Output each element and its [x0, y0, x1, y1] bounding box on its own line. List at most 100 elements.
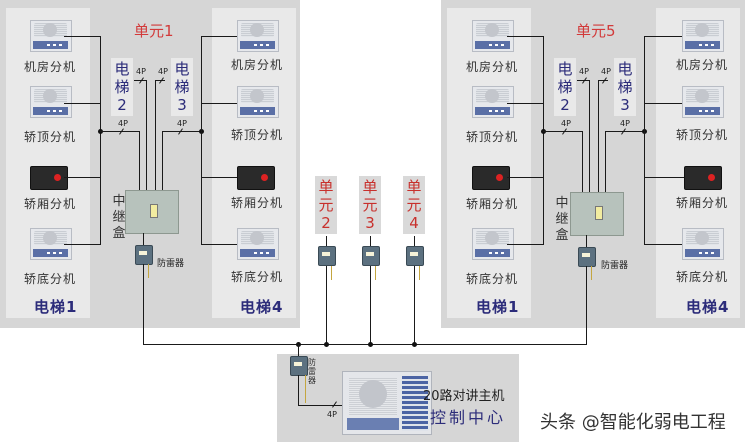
- surge-arrester-icon: [318, 246, 336, 266]
- wire: [298, 344, 299, 356]
- machine-room-intercom-icon: [682, 20, 724, 52]
- char: 电: [114, 60, 130, 78]
- device-label: 轿底分机: [231, 270, 284, 284]
- junction: [324, 342, 329, 347]
- car-intercom-icon: [30, 166, 68, 190]
- surge-arrester-label: 防雷器: [601, 261, 629, 271]
- device-label: 轿底分机: [24, 272, 77, 286]
- wire: [143, 233, 144, 245]
- cable-label: 4P: [177, 119, 187, 128]
- wire: [162, 131, 202, 132]
- wire: [644, 177, 684, 178]
- wire: [644, 36, 682, 37]
- cable-label: 4P: [118, 119, 128, 128]
- char: 4: [409, 214, 419, 232]
- device-label: 轿顶分机: [231, 128, 284, 142]
- relay-box-label: 中继盒: [108, 192, 130, 244]
- cable-label: 4P: [136, 67, 146, 76]
- wire: [543, 36, 544, 245]
- car-intercom-icon: [472, 166, 510, 190]
- junction: [412, 342, 417, 347]
- wire: [375, 266, 376, 280]
- wire: [201, 36, 202, 245]
- surge-arrester-icon: [362, 246, 380, 266]
- pit-intercom-icon: [682, 228, 724, 260]
- wire: [64, 244, 101, 245]
- device-label: 机房分机: [676, 58, 729, 72]
- surge-arrester-label: 防雷器: [157, 259, 185, 269]
- machine-room-intercom-icon: [472, 20, 514, 52]
- wire: [507, 177, 544, 178]
- control-center-title: 控制中心: [430, 408, 507, 427]
- wire: [507, 244, 544, 245]
- wire: [419, 266, 420, 280]
- char: 单: [362, 178, 378, 196]
- device-label: 轿顶分机: [466, 130, 519, 144]
- cable-label: 4P: [579, 67, 589, 76]
- cable-label: 4P: [158, 67, 168, 76]
- elevator-4-column: [656, 8, 740, 318]
- wire: [605, 131, 645, 132]
- elevator-1-label: 电梯1: [34, 298, 78, 316]
- car-top-intercom-icon: [682, 86, 724, 118]
- wire: [201, 244, 237, 245]
- device-label: 机房分机: [231, 58, 284, 72]
- car-intercom-icon: [684, 166, 722, 190]
- wire: [298, 375, 299, 405]
- wire: [143, 264, 144, 344]
- junction: [368, 342, 373, 347]
- char: 3: [620, 96, 630, 114]
- elevator-4-label: 电梯4: [240, 298, 284, 316]
- surge-arrester-icon: [290, 356, 308, 376]
- wire: [370, 236, 371, 246]
- wire: [305, 375, 306, 403]
- char: 元: [362, 196, 378, 214]
- unit-5-title: 单元5: [576, 22, 616, 40]
- wire: [100, 36, 101, 245]
- unit-1-title: 单元1: [134, 22, 174, 40]
- wire: [644, 36, 645, 245]
- surge-arrester-icon: [406, 246, 424, 266]
- relay-box-icon: [570, 192, 624, 236]
- watermark: 头条 @智能化弱电工程: [540, 412, 726, 433]
- surge-arrester-label: 防雷器: [306, 356, 318, 387]
- char: 2: [560, 96, 570, 114]
- char: 单: [406, 178, 422, 196]
- char: 2: [321, 214, 331, 232]
- cable-label: 4P: [327, 410, 337, 419]
- surge-arrester-icon: [135, 245, 153, 265]
- wire: [146, 80, 147, 191]
- wire: [148, 264, 149, 278]
- wire: [162, 131, 163, 191]
- device-label: 机房分机: [24, 60, 77, 74]
- cable-label: 4P: [601, 67, 611, 76]
- cable-label: 4P: [620, 119, 630, 128]
- device-label: 轿厢分机: [676, 196, 729, 210]
- wire: [64, 177, 101, 178]
- machine-room-intercom-icon: [237, 20, 279, 52]
- char: 梯: [557, 78, 573, 96]
- wire: [507, 103, 544, 104]
- char: 中: [112, 194, 126, 209]
- wire: [326, 266, 327, 344]
- char: 电: [617, 60, 633, 78]
- char: 盒: [112, 226, 126, 241]
- char: 梯: [174, 78, 190, 96]
- char: 电: [557, 60, 573, 78]
- wire: [64, 36, 101, 37]
- device-label: 轿底分机: [466, 272, 519, 286]
- device-label: 轿顶分机: [24, 130, 77, 144]
- wire: [155, 80, 156, 191]
- char: 防: [308, 358, 316, 367]
- device-label: 轿厢分机: [466, 197, 519, 211]
- wire: [507, 36, 544, 37]
- char: 梯: [114, 78, 130, 96]
- car-top-intercom-icon: [472, 86, 514, 118]
- pit-intercom-icon: [237, 228, 279, 260]
- wire: [326, 236, 327, 246]
